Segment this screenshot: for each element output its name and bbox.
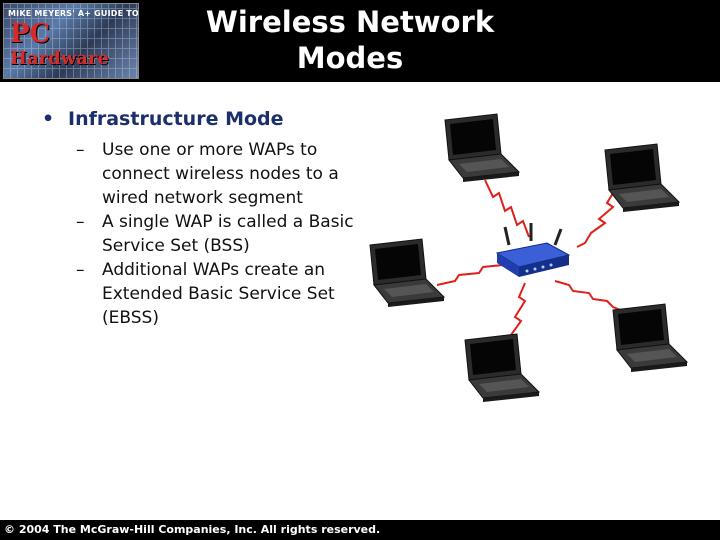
laptop-icon	[444, 113, 520, 183]
slide-title-line-1: Wireless Network	[205, 5, 495, 39]
sub-bullet-text: A single WAP is called a Basic Service S…	[102, 212, 354, 256]
header-bar: MIKE MEYERS' A+ GUIDE TO PC Hardware Wir…	[0, 0, 720, 82]
bullet-marker: •	[42, 108, 55, 130]
laptop-icon	[464, 333, 540, 403]
sub-bullet-text: Additional WAPs create an Extended Basic…	[102, 260, 335, 328]
sub-bullet-list: – Use one or more WAPs to connect wirele…	[76, 138, 362, 330]
copyright-text: © 2004 The McGraw-Hill Companies, Inc. A…	[4, 523, 381, 536]
sub-bullet: – Use one or more WAPs to connect wirele…	[76, 138, 362, 210]
infrastructure-mode-diagram	[369, 113, 688, 403]
logo-hardware-text: Hardware	[10, 48, 109, 69]
signal-line-bottom-right	[554, 280, 624, 312]
main-bullet: • Infrastructure Mode	[42, 106, 362, 132]
logo-series-text: MIKE MEYERS' A+ GUIDE TO	[8, 9, 139, 18]
dash-marker: –	[76, 260, 85, 280]
signal-line-top-left	[484, 179, 530, 238]
sub-bullet: – Additional WAPs create an Extended Bas…	[76, 258, 362, 330]
dash-marker: –	[76, 212, 85, 232]
laptop-icon	[604, 143, 680, 213]
laptop-icon	[369, 238, 445, 308]
book-logo: MIKE MEYERS' A+ GUIDE TO PC Hardware	[3, 3, 139, 79]
main-bullet-text: Infrastructure Mode	[68, 108, 284, 130]
logo-background-pattern	[4, 4, 138, 78]
sub-bullet: – A single WAP is called a Basic Service…	[76, 210, 362, 258]
slide-content: • Infrastructure Mode – Use one or more …	[42, 106, 362, 330]
slide-title-line-2: Modes	[296, 41, 404, 75]
sub-bullet-text: Use one or more WAPs to connect wireless…	[102, 140, 339, 208]
signal-line-bottom	[504, 282, 527, 342]
wireless-access-point-icon	[495, 223, 571, 277]
logo-pc-text: PC	[10, 19, 51, 49]
dash-marker: –	[76, 140, 85, 160]
slide-title: Wireless Network Modes	[150, 4, 550, 76]
laptop-icon	[612, 303, 688, 373]
footer-bar: © 2004 The McGraw-Hill Companies, Inc. A…	[0, 520, 720, 540]
signal-line-top-right	[576, 189, 616, 248]
